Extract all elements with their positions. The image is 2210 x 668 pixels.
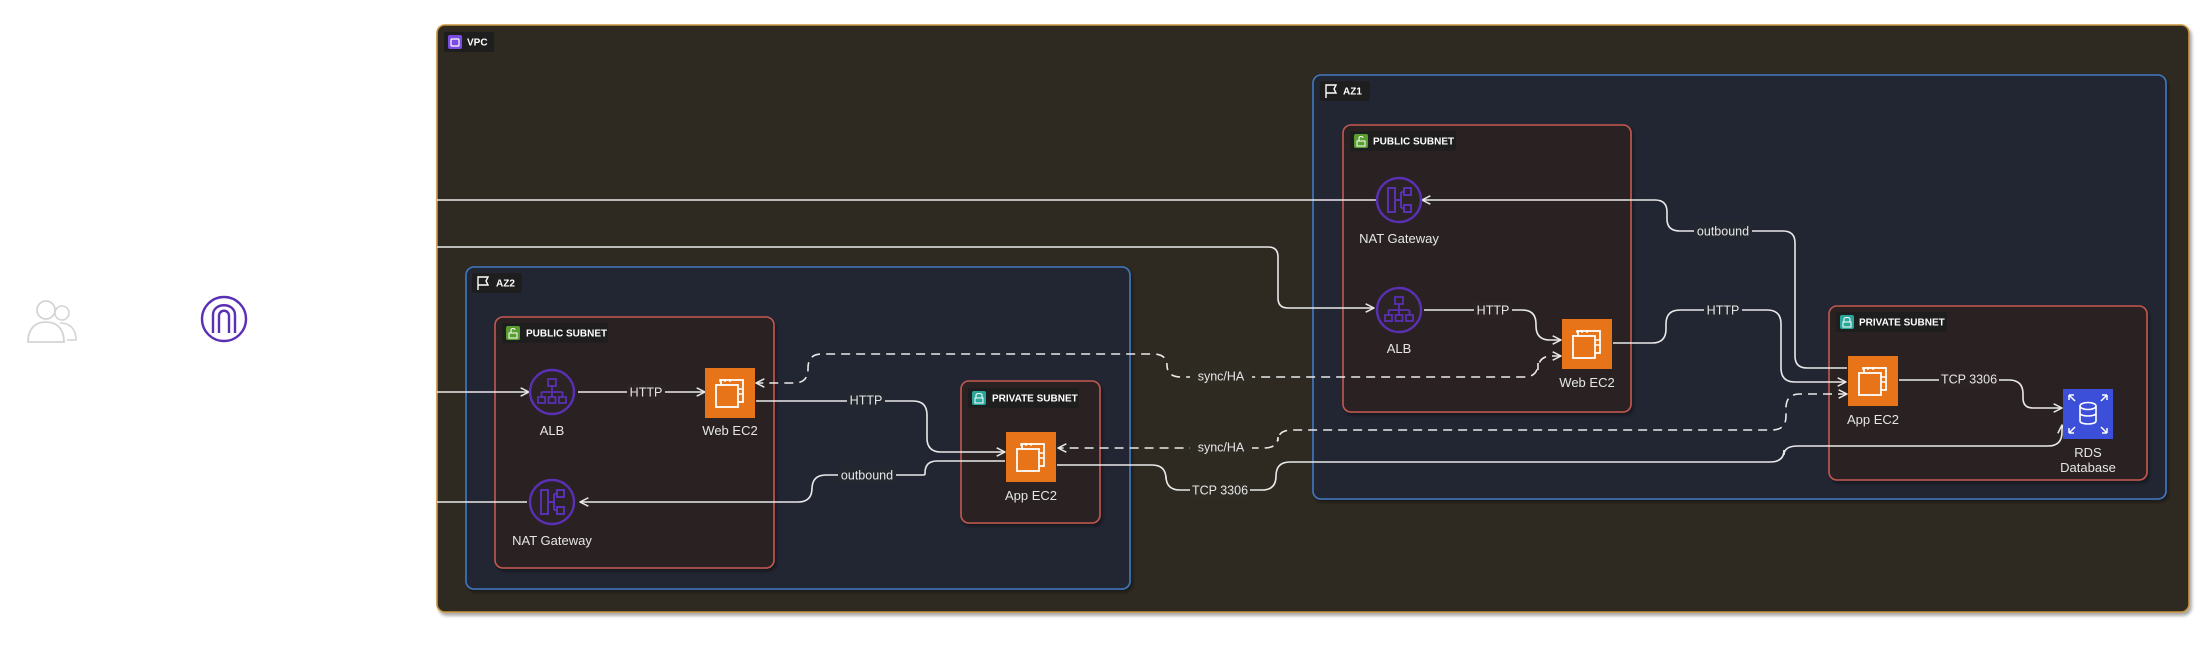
az1-private-subnet-label: PRIVATE SUBNET — [1859, 318, 1945, 329]
az2-nat-gateway[interactable]: NAT Gateway — [512, 478, 592, 548]
nat-gateway-icon — [528, 478, 576, 526]
az1-public-subnet-lock-open-icon — [1354, 134, 1368, 148]
az2-flag-icon — [477, 276, 490, 290]
az2-app-ec2-label: App EC2 — [1005, 488, 1057, 503]
ec2-instance-icon — [1562, 319, 1612, 369]
az1-public-subnet-tag — [1350, 131, 1456, 151]
az1-app-ec2-label: App EC2 — [1847, 412, 1899, 427]
edge-label-az1-alb-web-http: HTTP — [1474, 302, 1512, 319]
az2-alb[interactable]: ALB — [528, 368, 576, 438]
az2-public-subnet-tag — [502, 323, 608, 343]
edge-label-az1-web-app-http: HTTP — [1704, 302, 1742, 319]
az1-app-ec2[interactable]: App EC2 — [1847, 356, 1899, 427]
az1-rds-label-line1: RDS — [2074, 445, 2102, 460]
az1-nat-gateway-label: NAT Gateway — [1359, 231, 1439, 246]
vpc-tag-label: VPC — [467, 38, 488, 49]
az1-web-ec2-label: Web EC2 — [1559, 375, 1614, 390]
svg-text:TCP 3306: TCP 3306 — [1192, 484, 1248, 498]
svg-text:HTTP: HTTP — [1707, 304, 1740, 318]
internet-gateway-icon — [200, 295, 248, 343]
svg-text:TCP 3306: TCP 3306 — [1941, 373, 1997, 387]
ec2-instance-icon — [1006, 432, 1056, 482]
az1-private-subnet-tag — [1836, 312, 1947, 332]
az1-nat-gateway[interactable]: NAT Gateway — [1359, 176, 1439, 246]
az1-public-subnet-label: PUBLIC SUBNET — [1373, 137, 1454, 148]
svg-text:outbound: outbound — [1697, 225, 1749, 239]
edge-label-az2-outbound: outbound — [838, 466, 896, 484]
svg-text:HTTP: HTTP — [630, 386, 663, 400]
az2-tag-label: AZ2 — [496, 279, 515, 290]
edge-label-az2-alb-web-http: HTTP — [627, 384, 665, 401]
az1-tag-label: AZ1 — [1343, 87, 1362, 98]
az2-private-subnet-lock-icon — [972, 391, 986, 405]
ec2-instance-icon — [1848, 356, 1898, 406]
az2-app-ec2[interactable]: App EC2 — [1005, 432, 1057, 503]
edge-label-app-sync-ha: sync/HA — [1190, 438, 1252, 456]
svg-text:sync/HA: sync/HA — [1198, 370, 1245, 384]
edge-app-sync-ha — [1057, 389, 1848, 453]
nat-gateway-icon — [1375, 176, 1423, 224]
edge-igw-to-az1-alb — [437, 246, 1375, 313]
az2-tag — [472, 273, 522, 293]
edge-az1-alb-to-web — [1424, 309, 1562, 345]
az2-alb-label: ALB — [540, 423, 565, 438]
az1-rds-database[interactable]: RDS Database — [2060, 389, 2116, 475]
az1-flag-icon — [1325, 84, 1338, 98]
svg-text:outbound: outbound — [841, 469, 893, 483]
az1-alb[interactable]: ALB — [1375, 286, 1423, 356]
svg-text:HTTP: HTTP — [1477, 304, 1510, 318]
rds-database-icon — [2063, 389, 2113, 439]
edge-label-web-sync-ha: sync/HA — [1190, 367, 1252, 385]
edge-label-az1-outbound: outbound — [1694, 222, 1752, 240]
edge-label-az2-app-rds-tcp: TCP 3306 — [1190, 481, 1250, 499]
az1-tag — [1320, 81, 1370, 101]
az2-public-subnet-lock-open-icon — [506, 326, 520, 340]
az2-nat-gateway-label: NAT Gateway — [512, 533, 592, 548]
vpc-icon — [448, 35, 462, 49]
svg-text:HTTP: HTTP — [850, 394, 883, 408]
az1-rds-label-line2: Database — [2060, 460, 2116, 475]
az2-public-subnet: PUBLIC SUBNET — [494, 316, 775, 569]
az2-web-ec2[interactable]: Web EC2 — [702, 368, 758, 438]
edge-az2-web-to-app — [756, 400, 1006, 457]
load-balancer-icon — [1375, 286, 1423, 334]
svg-text:sync/HA: sync/HA — [1198, 441, 1245, 455]
load-balancer-icon — [528, 368, 576, 416]
az1-alb-label: ALB — [1387, 341, 1412, 356]
edge-label-az1-app-rds-tcp: TCP 3306 — [1939, 371, 1999, 388]
az2-public-subnet-label: PUBLIC SUBNET — [526, 329, 607, 340]
az2-private-subnet-tag — [968, 388, 1079, 408]
ec2-instance-icon — [705, 368, 755, 418]
az2-web-ec2-label: Web EC2 — [702, 423, 757, 438]
users-icon — [27, 300, 77, 343]
edge-az1-app-to-rds — [1899, 379, 2063, 413]
az1-private-subnet-lock-icon — [1840, 315, 1854, 329]
az2-private-subnet-label: PRIVATE SUBNET — [992, 394, 1078, 405]
az1-web-ec2[interactable]: Web EC2 — [1559, 319, 1615, 390]
edge-web-sync-ha — [755, 351, 1562, 388]
edge-label-az2-web-app-http: HTTP — [847, 392, 885, 409]
